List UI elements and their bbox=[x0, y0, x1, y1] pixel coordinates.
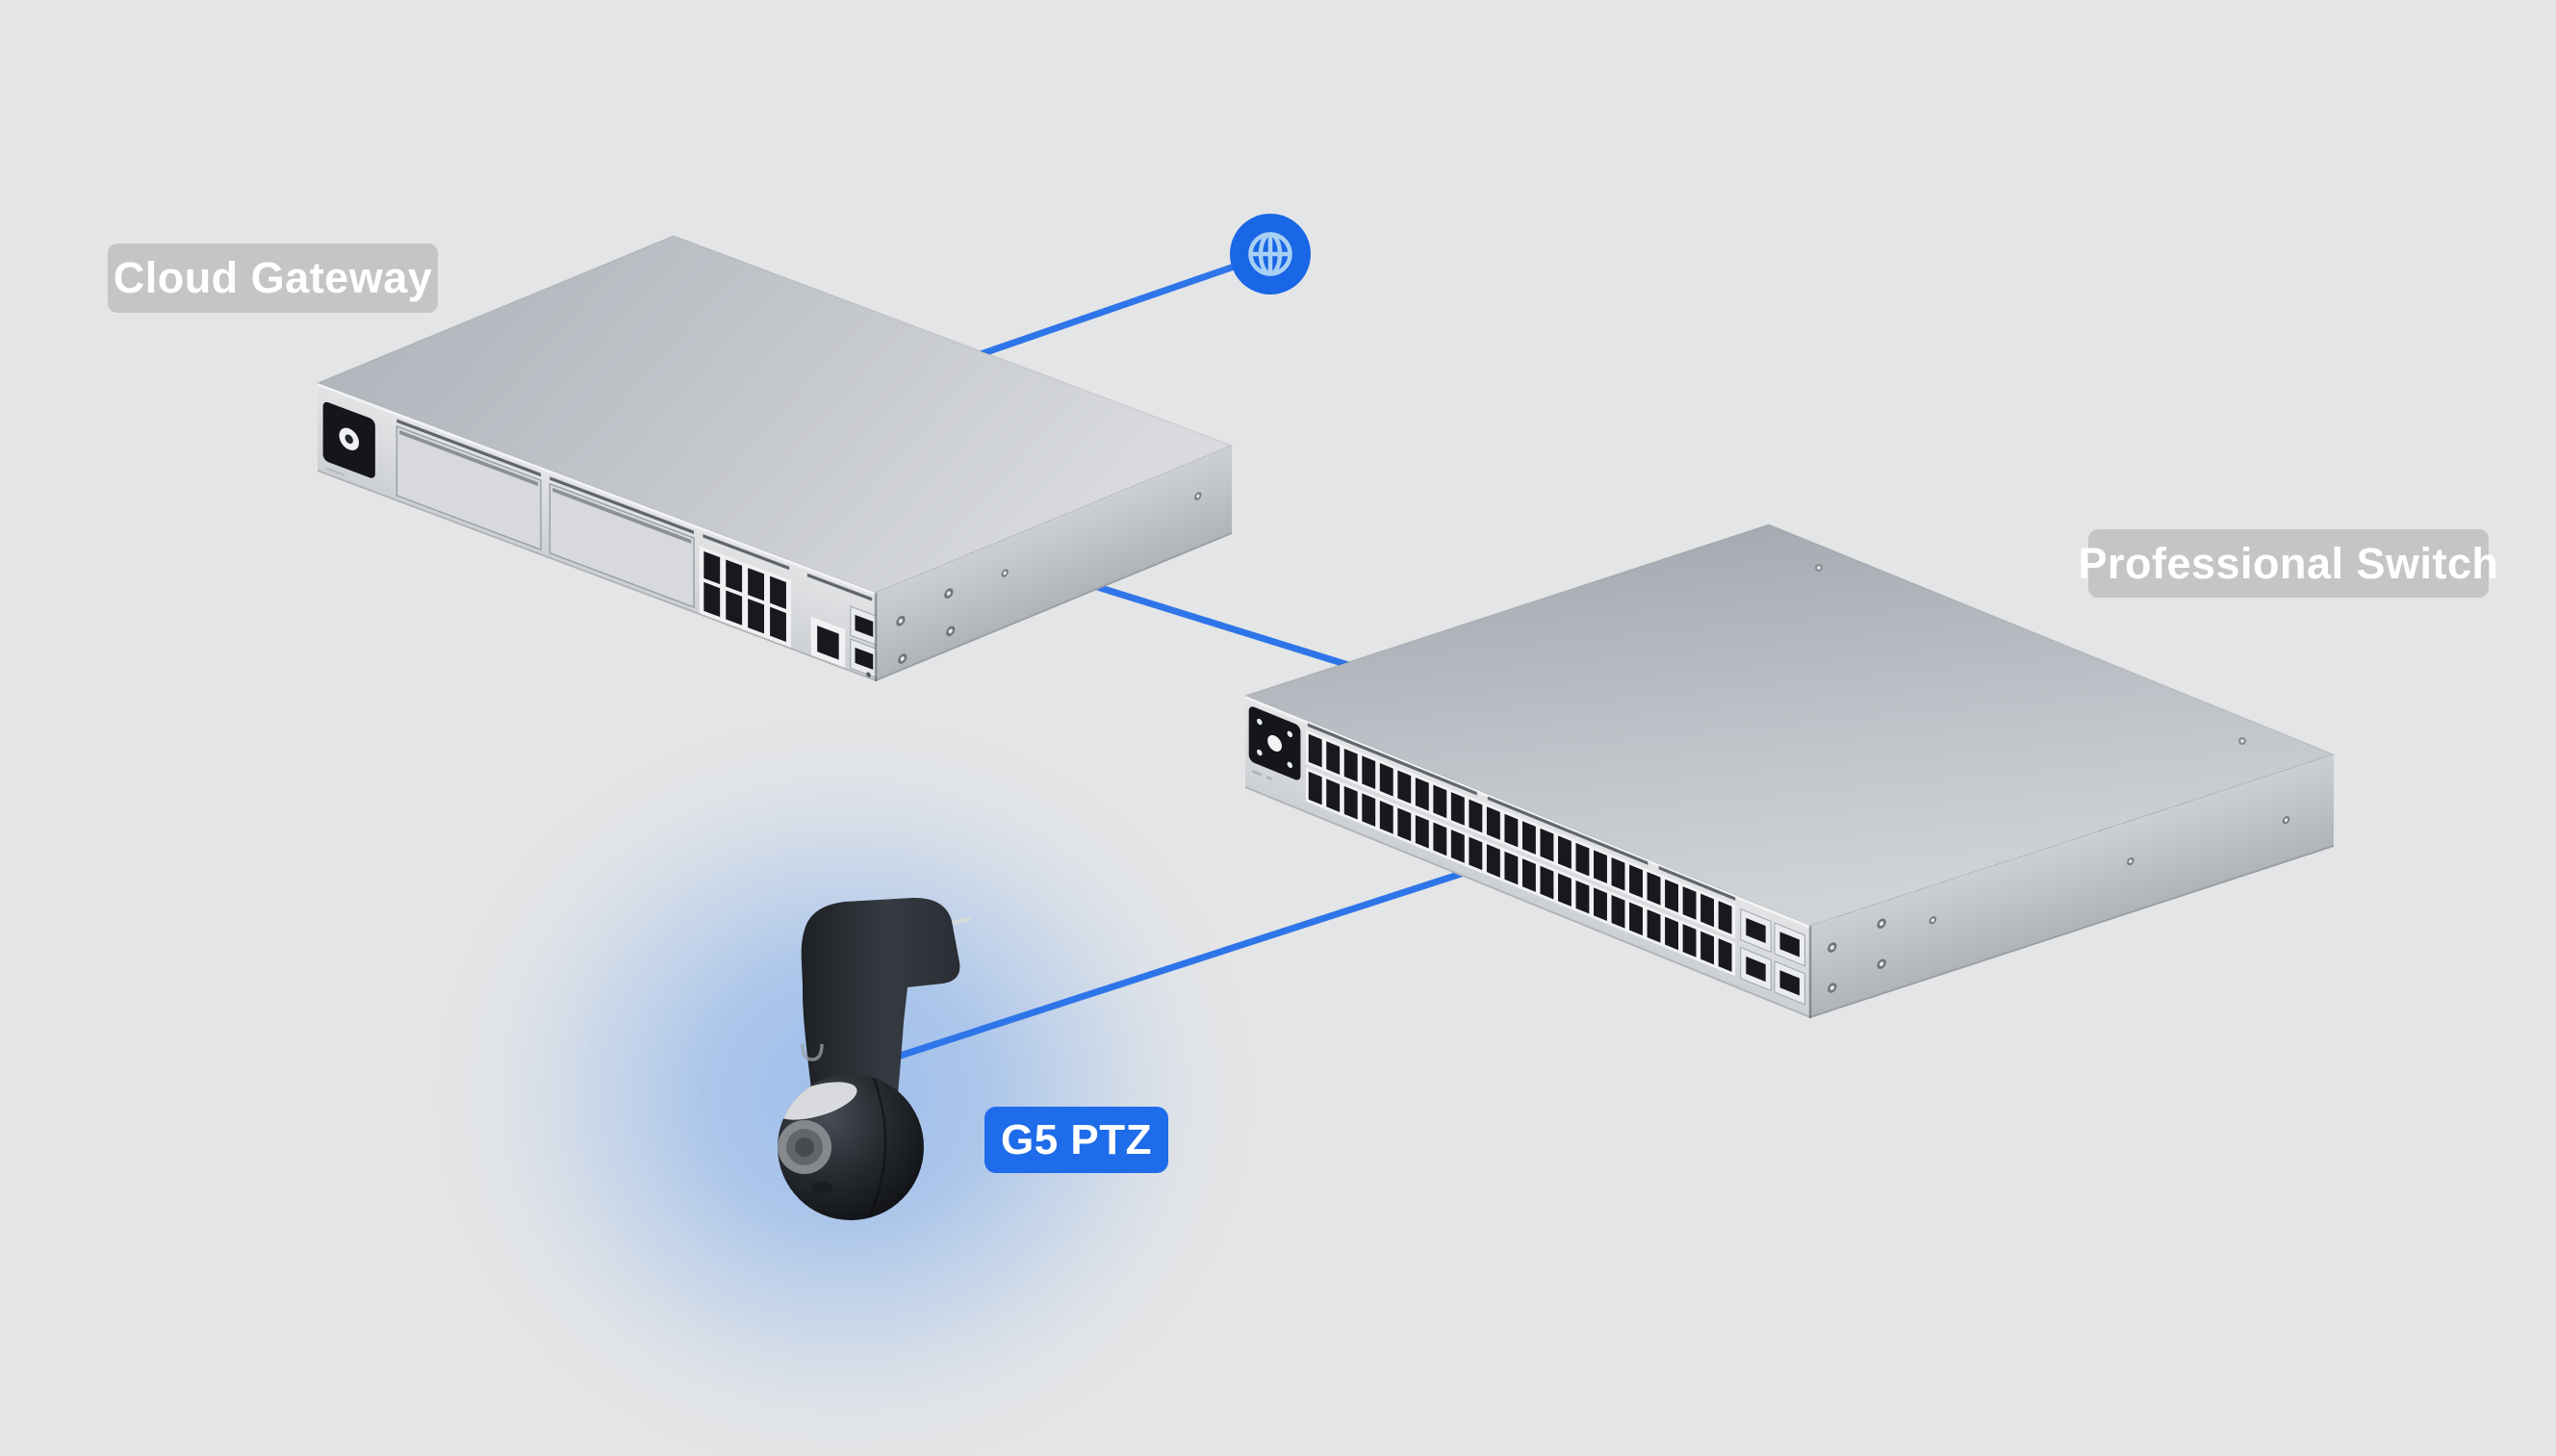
g5-ptz-camera bbox=[778, 897, 971, 1220]
rj45-port bbox=[1450, 792, 1465, 826]
rj45-port bbox=[726, 590, 743, 626]
gateway-lan-port-block bbox=[699, 546, 792, 648]
rj45-port bbox=[1343, 748, 1358, 782]
rj45-port bbox=[1433, 784, 1447, 819]
gateway-drive-tray bbox=[549, 482, 695, 608]
rj45-port bbox=[1700, 931, 1715, 965]
rj45-port bbox=[1718, 938, 1732, 972]
rj45-port bbox=[748, 599, 765, 634]
rj45-port bbox=[1682, 886, 1697, 920]
rj45-port bbox=[703, 550, 721, 585]
rj45-port bbox=[1450, 830, 1465, 863]
rj45-port bbox=[1486, 844, 1500, 878]
rj45-port bbox=[1665, 879, 1678, 913]
rj45-port bbox=[1379, 762, 1393, 797]
gateway-sfp-slots bbox=[850, 605, 879, 679]
rj45-port bbox=[1665, 916, 1678, 951]
top-rivets bbox=[1815, 564, 2246, 745]
rj45-port bbox=[1594, 887, 1607, 922]
switch-rj45-ports-row2 bbox=[1308, 771, 1732, 972]
rj45-port bbox=[1540, 865, 1554, 900]
gateway-status-display bbox=[322, 401, 375, 478]
rj45-port bbox=[1521, 858, 1536, 892]
rj45-port bbox=[1433, 822, 1447, 856]
gateway-lan-ports-row1 bbox=[703, 550, 786, 610]
gateway-drive-tray bbox=[396, 424, 542, 551]
rj45-port bbox=[1611, 856, 1625, 891]
switch-status-display bbox=[1248, 706, 1301, 781]
rj45-port bbox=[703, 581, 721, 618]
rj45-port bbox=[1379, 800, 1393, 834]
rj45-port bbox=[770, 575, 786, 610]
rj45-port bbox=[1575, 880, 1590, 914]
rj45-port bbox=[1504, 813, 1519, 848]
rj45-port bbox=[1682, 924, 1697, 958]
globe-icon bbox=[1230, 214, 1311, 294]
rj45-port bbox=[1575, 842, 1590, 877]
rj45-port bbox=[1486, 806, 1500, 840]
rack-screw-holes bbox=[1828, 815, 2290, 993]
g5-ptz-label: G5 PTZ bbox=[984, 1107, 1168, 1173]
switch-sfp-slots bbox=[1740, 907, 1805, 1006]
rj45-port bbox=[1469, 836, 1483, 871]
connection-line-gateway-internet bbox=[930, 250, 1274, 374]
rj45-port bbox=[1594, 850, 1607, 884]
cloud-gateway-device bbox=[315, 235, 1235, 681]
rj45-port bbox=[1504, 851, 1519, 885]
rj45-port bbox=[770, 606, 786, 643]
rj45-port bbox=[1469, 799, 1483, 833]
gateway-wan-port bbox=[810, 616, 846, 669]
rj45-port bbox=[1326, 779, 1341, 812]
rack-screw-holes bbox=[896, 492, 1202, 664]
rj45-port bbox=[1718, 901, 1732, 934]
switch-port-strip-row2 bbox=[1305, 767, 1736, 977]
rj45-port bbox=[1362, 793, 1376, 828]
camera-lens bbox=[778, 1120, 831, 1174]
rj45-port bbox=[1647, 872, 1661, 906]
switch-port-strip-row1 bbox=[1305, 729, 1736, 939]
rj45-port bbox=[1397, 770, 1412, 805]
vent-slits bbox=[396, 419, 873, 601]
rj45-port bbox=[1343, 785, 1358, 820]
professional-switch-device bbox=[1242, 524, 2337, 1019]
gateway-lan-ports-row2 bbox=[703, 581, 786, 643]
vent-slits bbox=[1307, 723, 1736, 901]
camera-mount-pin bbox=[946, 916, 971, 927]
rj45-port bbox=[1326, 741, 1341, 775]
rj45-port bbox=[1647, 909, 1661, 943]
ubiquiti-u-logo bbox=[801, 1043, 824, 1061]
rj45-port bbox=[1611, 894, 1625, 929]
rj45-port bbox=[1629, 864, 1643, 899]
rj45-port bbox=[1362, 755, 1376, 790]
switch-rj45-ports-row1 bbox=[1308, 733, 1732, 934]
rj45-port bbox=[1308, 733, 1322, 768]
rj45-port bbox=[1415, 815, 1429, 849]
rj45-port bbox=[1557, 835, 1572, 869]
rj45-port bbox=[1397, 807, 1412, 842]
rj45-port bbox=[1540, 828, 1554, 862]
rj45-port bbox=[748, 568, 765, 601]
rj45-port bbox=[726, 559, 743, 593]
professional-switch-label: Professional Switch bbox=[2078, 529, 2498, 598]
rj45-port bbox=[1557, 873, 1572, 907]
camera-gloss-highlight bbox=[778, 1082, 857, 1120]
rj45-port bbox=[1629, 902, 1643, 936]
cloud-gateway-label: Cloud Gateway bbox=[108, 243, 438, 313]
rj45-port bbox=[1308, 771, 1322, 805]
rj45-port bbox=[1700, 893, 1715, 928]
rj45-port bbox=[1415, 778, 1429, 811]
camera-arm bbox=[801, 897, 960, 1114]
rj45-port bbox=[1521, 821, 1536, 855]
